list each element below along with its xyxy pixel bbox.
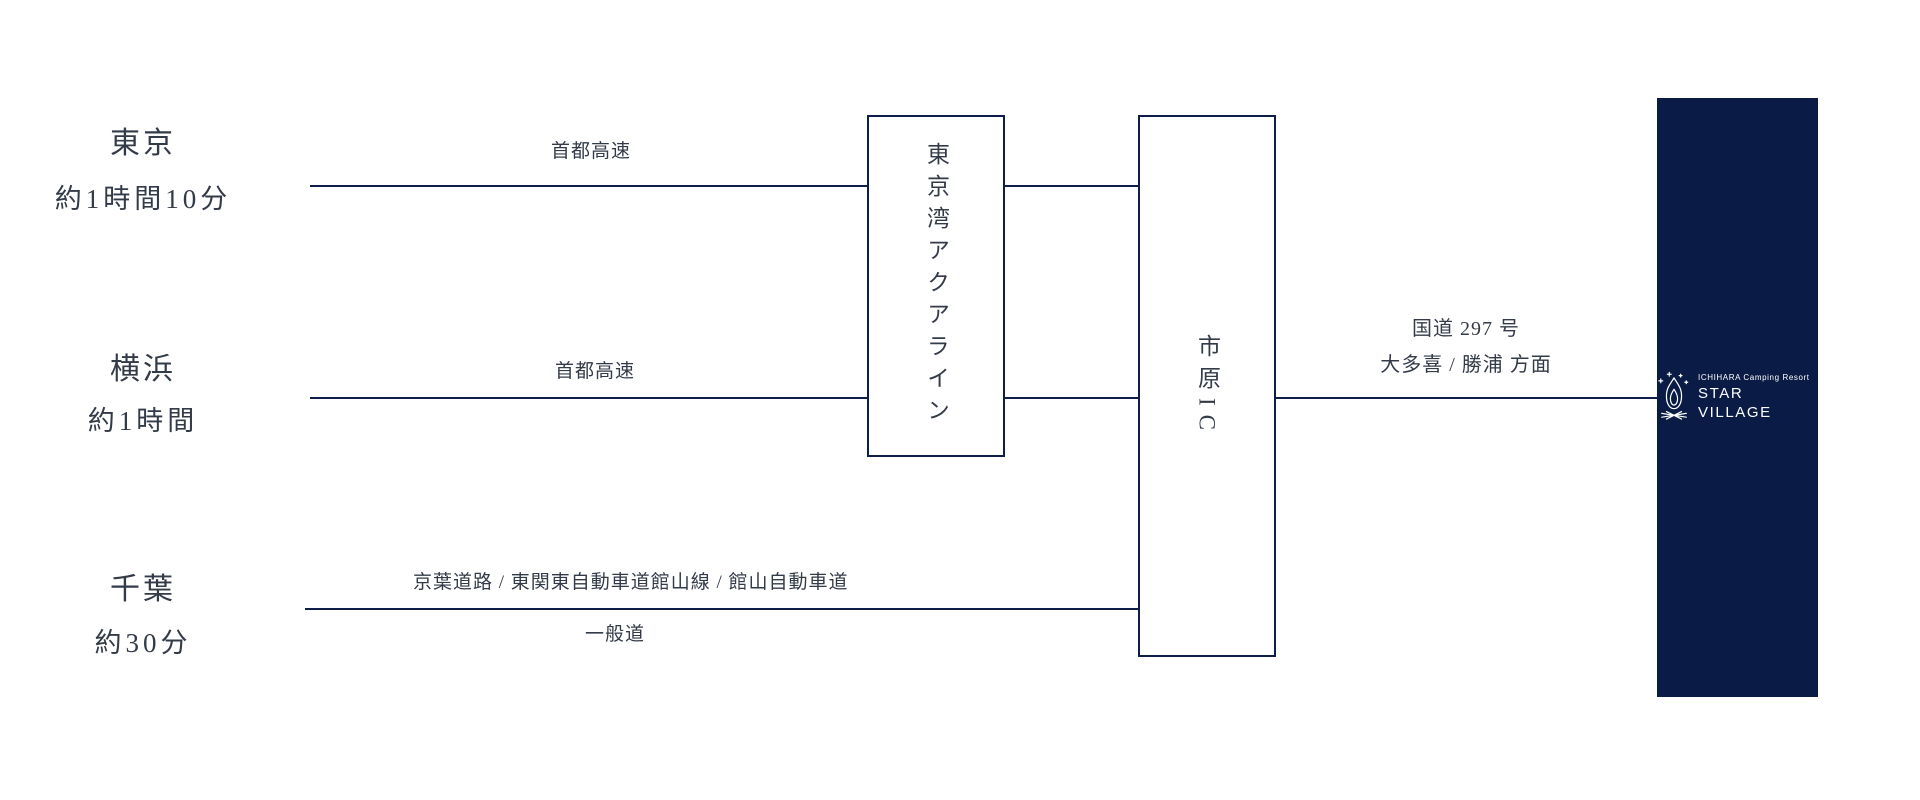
logo-resort-name: ICHIHARA Camping Resort [1698,373,1810,383]
node-box-ichihara-ic: 市原IC [1138,115,1276,657]
origin-chiba-duration: 約30分 [94,628,192,658]
origin-yokohama-city: 横浜 [110,353,176,386]
road-label-route297: 国道 297 号 [1412,318,1520,340]
road-label-yokohama: 首都高速 [554,361,635,382]
origin-tokyo-city: 東京 [110,127,176,160]
node-box-aqualine: 東京湾アクアライン [867,115,1005,457]
connector-line-tokyo [1005,185,1138,187]
connector-line-yokohama [1005,397,1138,399]
route-line-tokyo [310,185,867,187]
origin-chiba-city: 千葉 [110,573,176,606]
origin-yokohama-duration: 約1時間 [87,406,199,436]
road-label-tokyo: 首都高速 [550,141,631,162]
origin-tokyo-duration: 約1時間10分 [54,184,232,214]
route-line-final [1276,397,1657,399]
road-label-chiba-below: 一般道 [584,624,645,645]
route-line-chiba [305,608,1138,610]
campfire-icon [1657,369,1691,426]
destination-star-village-box: ICHIHARA Camping Resort STAR VILLAGE [1657,98,1818,697]
route-line-yokohama [310,397,867,399]
star-village-logo: ICHIHARA Camping Resort STAR VILLAGE [1657,369,1818,426]
node-label-ichihara-ic: 市原IC [1194,333,1220,439]
logo-brand-name: STAR VILLAGE [1698,384,1772,422]
road-label-direction: 大多喜 / 勝浦 方面 [1380,354,1552,376]
road-label-chiba-above: 京葉道路 / 東関東自動車道館山線 / 館山自動車道 [413,572,849,593]
node-label-aqualine: 東京湾アクアライン [923,142,949,430]
